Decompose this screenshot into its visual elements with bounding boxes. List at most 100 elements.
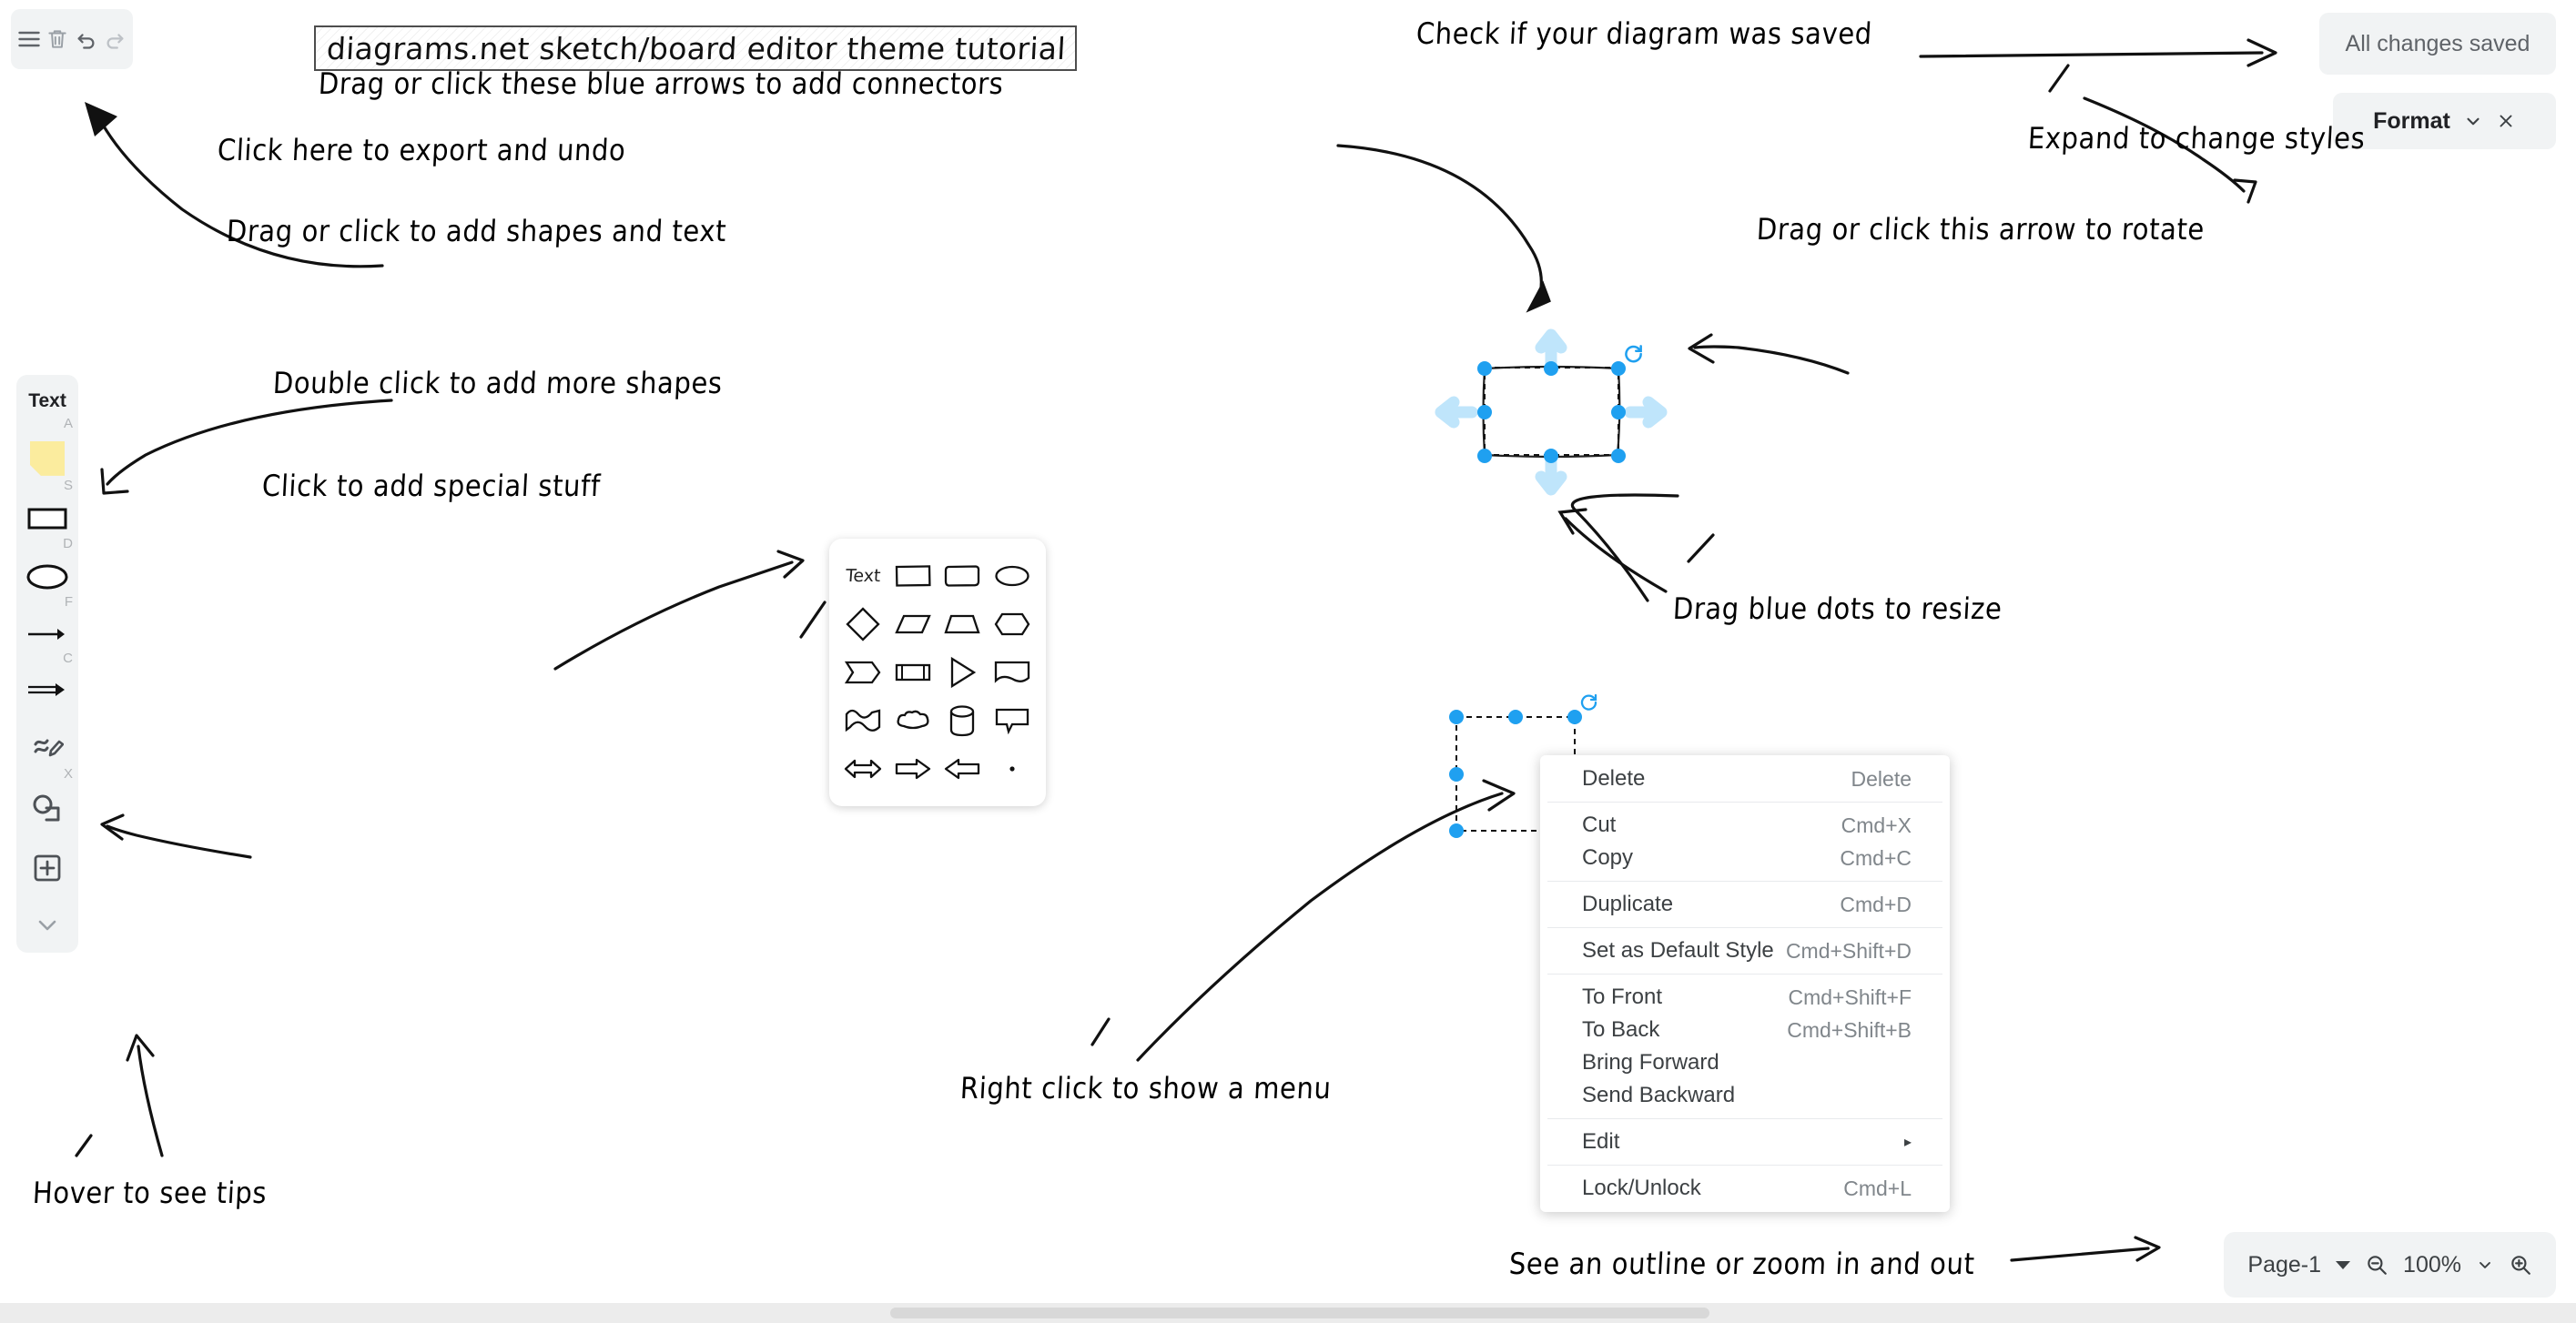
resize-handle-2-ne[interactable] [1567, 710, 1582, 724]
resize-handle-w[interactable] [1477, 405, 1492, 419]
context-menu-item-lock-unlock[interactable]: Lock/Unlock Cmd+L [1540, 1172, 1950, 1205]
resize-handle-nw[interactable] [1477, 361, 1492, 376]
callout-shape-icon [995, 709, 1029, 735]
redo-icon[interactable] [101, 25, 128, 53]
sidebar-item-add-plus[interactable] [16, 838, 78, 898]
resize-handle-n[interactable] [1544, 361, 1558, 376]
resize-handle-e[interactable] [1611, 405, 1626, 419]
shape-dot[interactable] [988, 745, 1038, 793]
context-menu-label-cut: Cut [1582, 813, 1617, 837]
context-menu-item-duplicate[interactable]: Duplicate Cmd+D [1540, 888, 1950, 921]
shape-picker-popup: textText [829, 539, 1046, 806]
sidebar-item-freehand[interactable]: X [16, 718, 78, 782]
plus-box-icon [34, 854, 61, 882]
arrow-right-shape-icon [895, 759, 930, 780]
sidebar-item-shapes[interactable] [16, 778, 78, 838]
resize-handle-2-w[interactable] [1449, 767, 1464, 782]
shape-wave-rectangle[interactable] [838, 697, 888, 745]
context-menu-shortcut-lock-unlock: Cmd+L [1843, 1176, 1912, 1200]
shape-rectangle[interactable] [888, 551, 938, 600]
context-menu-separator [1547, 802, 1942, 803]
resize-handle-ne[interactable] [1611, 361, 1626, 376]
context-menu-item-cut[interactable]: Cut Cmd+X [1540, 809, 1950, 842]
hamburger-menu-icon[interactable] [15, 25, 43, 53]
sidebar-item-double-arrow[interactable] [16, 662, 78, 719]
context-menu-item-bring-forward[interactable]: Bring Forward [1540, 1046, 1950, 1079]
annotation-add-shapes: Drag or click to add shapes and text [226, 213, 728, 249]
undo-icon[interactable] [73, 25, 100, 53]
resize-handle-2-nw[interactable] [1449, 710, 1464, 724]
shape-double-arrow[interactable] [838, 745, 888, 793]
context-menu-label-bring-forward: Bring Forward [1582, 1050, 1719, 1075]
shape-text[interactable]: textText [845, 565, 882, 586]
triangle-shape-icon [951, 656, 977, 689]
rectangle-icon [27, 508, 67, 530]
sidebar-item-text[interactable]: Text A [16, 375, 78, 431]
shape-triangle[interactable] [938, 648, 988, 696]
sidebar-item-ellipse[interactable]: F [16, 548, 78, 610]
context-menu-separator [1547, 1118, 1942, 1119]
shape-parallelogram[interactable] [888, 600, 938, 648]
context-menu-separator [1547, 1165, 1942, 1166]
shape-diamond[interactable] [838, 600, 888, 648]
sidebar-item-arrow[interactable]: C [16, 606, 78, 666]
freehand-shortcut: X [63, 766, 73, 783]
context-menu: Delete Delete Cut Cmd+X Copy Cmd+C Dupli… [1540, 755, 1950, 1212]
sidebar-item-sticky-note[interactable]: S [16, 428, 78, 493]
annotation-blue-arrows: Drag or click these blue arrows to add c… [318, 66, 1005, 102]
shape-document[interactable] [988, 648, 1038, 696]
chevron-down-icon[interactable] [2463, 111, 2483, 131]
saved-status-button[interactable]: All changes saved [2319, 13, 2556, 75]
context-menu-label-set-default-style: Set as Default Style [1582, 938, 1774, 963]
context-menu-item-copy[interactable]: Copy Cmd+C [1540, 842, 1950, 874]
connector-arrows [1435, 328, 1668, 496]
annotation-hover-tips: Hover to see tips [32, 1175, 269, 1211]
document-title-field[interactable]: diagrams.net sketch/board editor theme t… [314, 25, 1077, 71]
shape-arrow-left[interactable] [938, 745, 988, 793]
page-selector-caret-icon[interactable] [2336, 1260, 2351, 1269]
resize-handle-2-sw[interactable] [1449, 823, 1464, 838]
context-menu-shortcut-to-back: Cmd+Shift+B [1787, 1017, 1912, 1042]
process-shape-icon [895, 663, 930, 682]
shape-cloud[interactable] [888, 697, 938, 745]
horizontal-scrollbar[interactable] [0, 1303, 2576, 1323]
shape-hexagon[interactable] [988, 600, 1038, 648]
sidebar-item-more[interactable] [16, 898, 78, 953]
shape-rounded-rectangle[interactable] [938, 551, 988, 600]
resize-handle-s[interactable] [1544, 449, 1558, 463]
page-selector-label[interactable]: Page-1 [2247, 1251, 2322, 1278]
zoom-dropdown-chevron-icon[interactable] [2476, 1256, 2494, 1274]
shape-process[interactable] [888, 648, 938, 696]
context-menu-separator [1547, 974, 1942, 975]
close-icon[interactable] [2496, 111, 2516, 131]
shape-trapezoid[interactable] [938, 600, 988, 648]
shape-callout[interactable] [988, 697, 1038, 745]
rotate-icon [1625, 345, 1642, 363]
horizontal-scrollbar-thumb[interactable] [890, 1308, 1709, 1318]
zoom-level-label[interactable]: 100% [2403, 1251, 2461, 1278]
resize-handle-sw[interactable] [1477, 449, 1492, 463]
context-menu-item-send-backward[interactable]: Send Backward [1540, 1079, 1950, 1112]
context-menu-item-set-default-style[interactable]: Set as Default Style Cmd+Shift+D [1540, 934, 1950, 967]
shape-cylinder[interactable] [938, 697, 988, 745]
resize-handle-2-n[interactable] [1508, 710, 1523, 724]
sidebar-item-rectangle[interactable]: D [16, 490, 78, 551]
shape-arrow-right[interactable] [888, 745, 938, 793]
context-menu-item-to-front[interactable]: To Front Cmd+Shift+F [1540, 981, 1950, 1014]
resize-handle-se[interactable] [1611, 449, 1626, 463]
context-menu-item-to-back[interactable]: To Back Cmd+Shift+B [1540, 1014, 1950, 1046]
dot-shape-icon [1009, 766, 1015, 772]
annotation-rotate: Drag or click this arrow to rotate [1756, 211, 2206, 247]
shape-chevron-pentagon[interactable] [838, 648, 888, 696]
zoom-out-icon[interactable] [2365, 1253, 2388, 1277]
context-menu-label-to-front: To Front [1582, 985, 1663, 1009]
rotate-icon-2 [1580, 693, 1597, 711]
context-menu-item-edit[interactable]: Edit ▸ [1540, 1126, 1950, 1158]
cloud-shape-icon [897, 710, 929, 730]
context-menu-item-delete[interactable]: Delete Delete [1540, 762, 1950, 795]
zoom-in-icon[interactable] [2509, 1253, 2532, 1277]
shape-ellipse[interactable] [988, 551, 1038, 600]
trash-icon[interactable] [44, 25, 71, 53]
context-menu-label-duplicate: Duplicate [1582, 892, 1674, 916]
context-menu-shortcut-to-front: Cmd+Shift+F [1788, 985, 1912, 1009]
